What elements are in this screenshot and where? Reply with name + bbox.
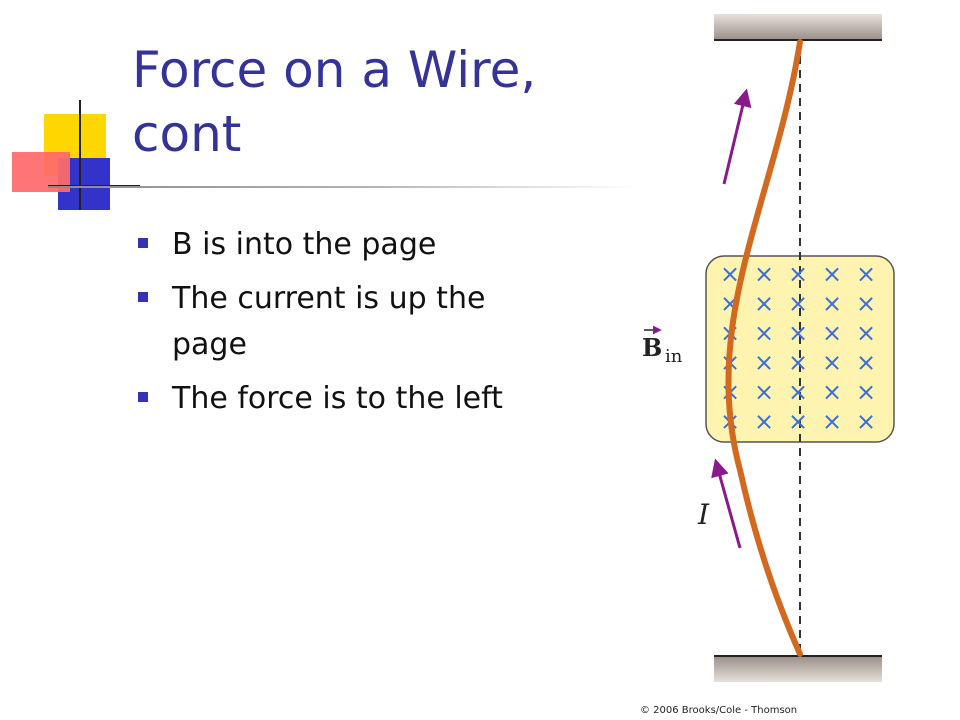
bottom-support-bar: [714, 656, 882, 682]
field-into-page-icon: ×: [822, 349, 842, 377]
bullet-square-icon: [138, 238, 148, 248]
field-into-page-icon: ×: [856, 349, 876, 377]
field-vector-label: B: [642, 333, 662, 362]
bullet-text: B is into the page: [172, 227, 437, 262]
bullet-square-icon: [138, 392, 148, 402]
field-into-page-icon: ×: [788, 290, 808, 318]
field-into-page-icon: ×: [754, 290, 774, 318]
bullet-item-field-direction: B is into the page: [132, 222, 532, 268]
field-into-page-icon: ×: [754, 378, 774, 406]
bullet-list: B is into the page The current is up the…: [132, 222, 532, 430]
field-into-page-icon: ×: [754, 319, 774, 347]
field-into-page-icon: ×: [788, 378, 808, 406]
top-support-bar: [714, 14, 882, 40]
field-subscript: in: [665, 346, 683, 367]
field-into-page-icon: ×: [788, 349, 808, 377]
bullet-item-force-direction: The force is to the left: [132, 376, 532, 422]
bent-wire: [725, 39, 803, 657]
field-into-page-icon: ×: [856, 260, 876, 288]
bullet-text: The current is up the page: [172, 281, 486, 362]
field-into-page-icon: ×: [788, 260, 808, 288]
current-arrow-upper: [722, 88, 752, 185]
copyright-credit: © 2006 Brooks/Cole - Thomson: [640, 705, 798, 716]
field-into-page-icon: ×: [822, 260, 842, 288]
current-label: I: [697, 498, 710, 531]
field-into-page-icon: ×: [822, 378, 842, 406]
field-into-page-icon: ×: [856, 378, 876, 406]
field-into-page-icon: ×: [754, 260, 774, 288]
current-arrow-lower: [711, 458, 742, 549]
field-into-page-icon: ×: [822, 290, 842, 318]
field-into-page-icon: ×: [720, 260, 740, 288]
slide-title: Force on a Wire, cont: [132, 41, 537, 163]
bullet-text: The force is to the left: [172, 381, 503, 416]
field-into-page-icon: ×: [788, 319, 808, 347]
field-into-page-icon: ×: [822, 319, 842, 347]
bullet-square-icon: [138, 292, 148, 302]
field-into-page-icon: ×: [754, 349, 774, 377]
field-into-page-icon: ×: [822, 408, 842, 436]
field-into-page-icon: ×: [754, 408, 774, 436]
field-into-page-icon: ×: [856, 319, 876, 347]
field-into-page-icon: ×: [788, 408, 808, 436]
field-into-page-icon: ×: [856, 290, 876, 318]
wire-force-figure: ×××××××××××××××××××××××××××××× B in I: [642, 14, 895, 682]
bullet-item-current-direction: The current is up the page: [132, 276, 532, 368]
title-divider: [48, 186, 640, 188]
field-into-page-icon: ×: [856, 408, 876, 436]
decorative-squares-logo: [12, 100, 140, 210]
